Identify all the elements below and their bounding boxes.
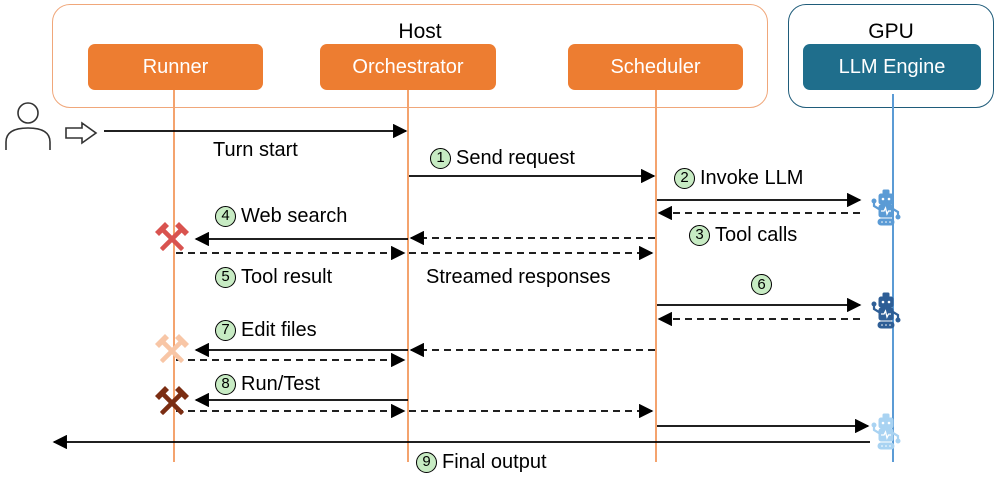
web-search-text: Web search [241,205,348,227]
hollow-arrow-icon [65,121,98,145]
orchestrator-component: Orchestrator [320,44,496,90]
final-output-label: 9 Final output [416,450,547,474]
edit-files-tool-icon [155,334,189,364]
web-search-tool-icon [155,222,189,252]
runner-component: Runner [88,44,263,90]
tool-result-text: Tool result [241,266,333,288]
step-badge-8: 8 [215,373,236,395]
step6-label: 6 [751,274,777,295]
run-test-label: 8 Run/Test [215,372,320,396]
turn-start-label: Turn start [213,138,298,162]
llm-robot-icon-3 [870,412,902,451]
user-icon [5,102,51,150]
run-test-text: Run/Test [241,373,320,395]
web-search-label: 4 Web search [215,204,347,228]
edit-files-label: 7 Edit files [215,318,317,342]
invoke-llm-label: 2 Invoke LLM [674,166,803,190]
run-test-tool-icon [155,386,189,416]
tool-calls-text: Tool calls [715,224,798,246]
step-badge-9: 9 [416,451,437,473]
llm-robot-icon-2 [870,291,902,330]
invoke-llm-text: Invoke LLM [700,167,804,189]
edit-files-text: Edit files [241,319,317,341]
step-badge-6: 6 [751,274,772,295]
tool-result-label: 5 Tool result [215,265,332,289]
step-badge-2: 2 [674,167,695,189]
scheduler-component: Scheduler [568,44,743,90]
step-badge-7: 7 [215,319,236,341]
streamed-responses-label: Streamed responses [426,265,611,289]
final-output-text: Final output [442,451,547,473]
streamed-responses-text: Streamed responses [426,266,611,288]
step-badge-5: 5 [215,266,236,288]
step-badge-4: 4 [215,205,236,227]
send-request-label: 1 Send request [430,146,575,170]
llm-robot-icon-1 [870,188,902,227]
turn-start-text: Turn start [213,139,298,161]
tool-calls-label: 3 Tool calls [689,223,797,247]
send-request-text: Send request [456,147,575,169]
llm-engine-component: LLM Engine [803,44,981,90]
host-group-title: Host [398,20,442,43]
gpu-group-title: GPU [868,20,914,43]
step-badge-1: 1 [430,147,451,169]
step-badge-3: 3 [689,224,710,246]
